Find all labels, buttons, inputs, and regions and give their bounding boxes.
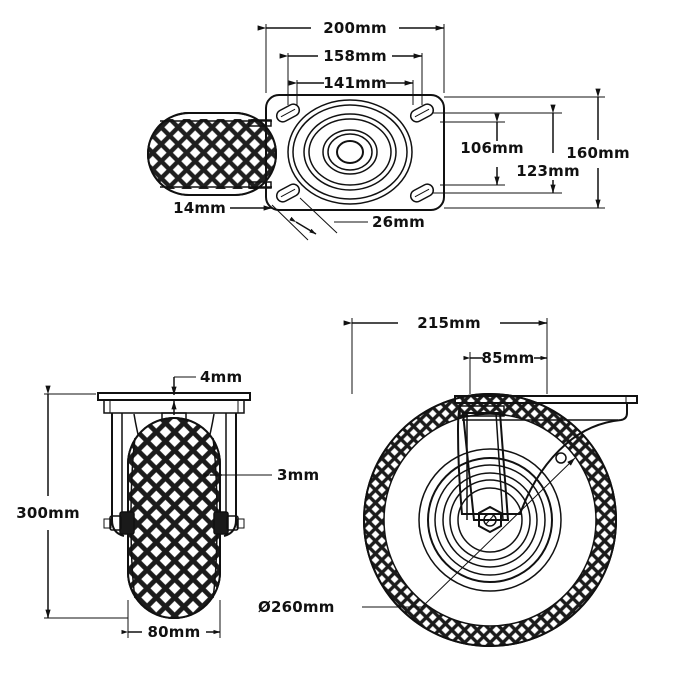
dimension-label-160mm: 160mm — [566, 144, 630, 162]
dimension-label-260mm: Ø260mm — [258, 598, 335, 616]
dimension-label-141mm: 141mm — [323, 74, 387, 92]
mounting-slot — [275, 183, 301, 203]
dimension-label-300mm: 300mm — [16, 504, 80, 522]
dimension-4mm: 4mm — [171, 368, 242, 415]
dimension-label-200mm: 200mm — [323, 19, 387, 37]
side-view-swivel-bracket — [456, 402, 628, 515]
top-view-tyre — [147, 112, 277, 196]
side-view-fork-leg — [459, 405, 510, 521]
side-view-axle-nut — [478, 505, 502, 534]
dimension-label-4mm: 4mm — [200, 368, 242, 386]
dimension-141mm: 141mm — [288, 74, 414, 92]
top-view-mounting-slots — [275, 103, 435, 203]
dimension-label-80mm: 80mm — [148, 623, 201, 641]
dimension-300mm: 300mm — [16, 385, 128, 619]
top-view-swivel-race — [287, 99, 413, 205]
dimension-label-106mm: 106mm — [460, 139, 524, 157]
top-view: 200mm 158mm 141mm — [147, 19, 630, 241]
dimension-158mm: 158mm — [279, 47, 423, 65]
dimension-123mm: 123mm — [516, 104, 580, 194]
front-view-wheel — [127, 417, 221, 619]
mounting-slot — [409, 103, 435, 123]
dimension-label-14mm: 14mm — [173, 199, 226, 217]
dimension-label-85mm: 85mm — [482, 349, 535, 367]
top-view-kingpin — [336, 140, 364, 164]
top-view-fork-tabs — [248, 119, 272, 189]
dimension-106mm: 106mm — [460, 113, 524, 186]
dimension-85mm: 85mm — [463, 349, 548, 394]
dimension-26mm: 26mm — [271, 197, 425, 241]
mounting-slot — [409, 183, 435, 203]
side-view-bracket-hole — [555, 452, 567, 464]
mounting-slot — [275, 103, 301, 123]
side-view: 215mm 85mm Ø260mm — [258, 314, 638, 647]
top-view-horizontal-dimensions: 200mm 158mm 141mm — [257, 19, 445, 105]
front-view: 4mm 3mm 300mm 80mm — [16, 368, 319, 641]
front-view-axle-hardware — [103, 511, 245, 535]
dimension-160mm: 160mm — [566, 88, 630, 209]
dimension-200mm: 200mm — [257, 19, 445, 37]
dimension-label-215mm: 215mm — [417, 314, 481, 332]
dimension-80mm: 80mm — [121, 600, 221, 641]
dimension-label-26mm: 26mm — [372, 213, 425, 231]
top-view-mounting-plate — [265, 94, 445, 211]
dimension-260mm: Ø260mm — [258, 457, 576, 616]
dimension-label-123mm: 123mm — [516, 162, 580, 180]
dimension-label-3mm: 3mm — [277, 466, 319, 484]
side-view-hub — [418, 448, 562, 592]
dimension-3mm: 3mm — [203, 466, 319, 484]
top-view-vertical-dimensions: 160mm 123mm 106mm — [432, 88, 630, 209]
dimension-14mm: 14mm — [173, 199, 273, 217]
dimension-label-158mm: 158mm — [323, 47, 387, 65]
